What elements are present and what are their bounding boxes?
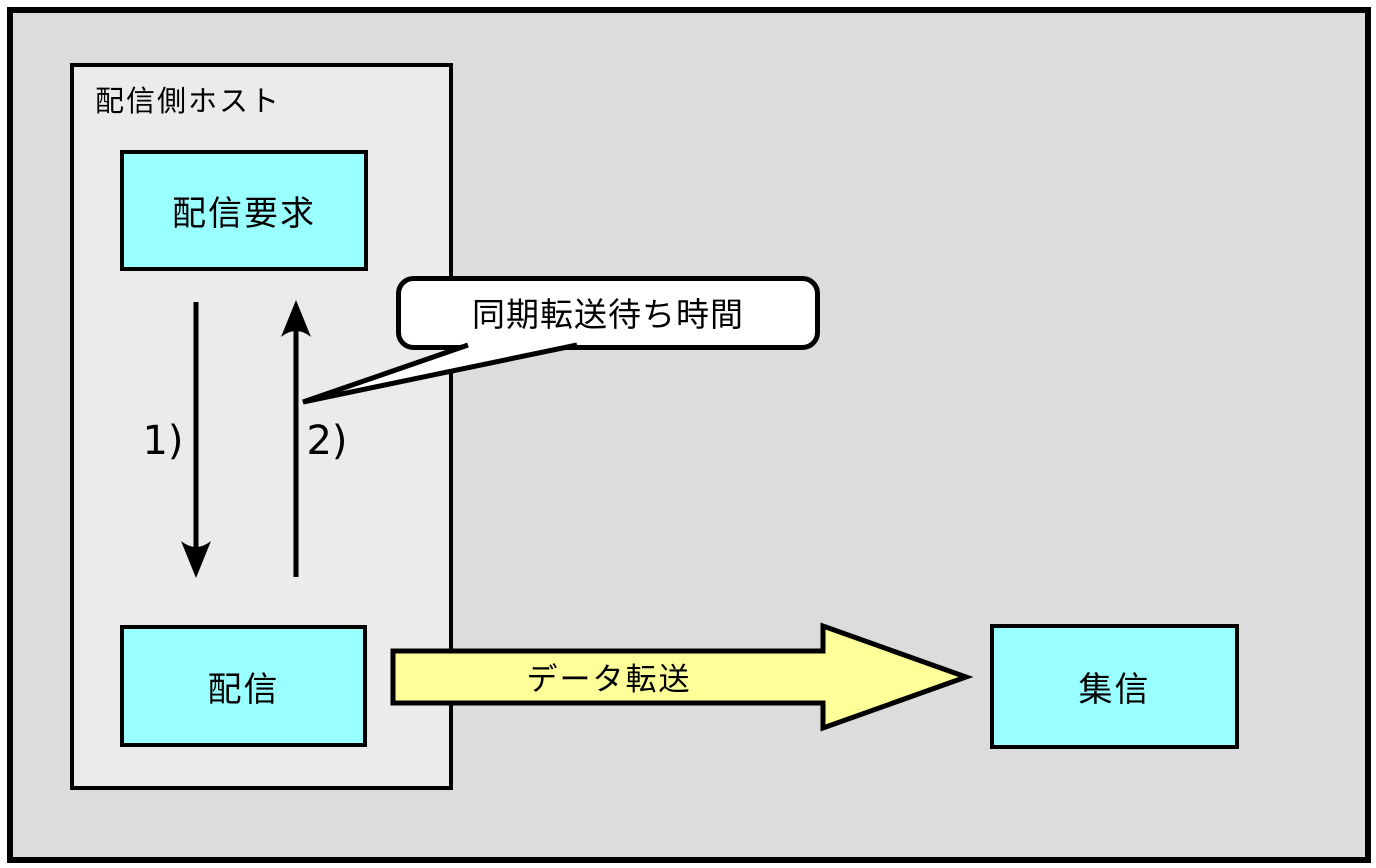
- data-transfer-label: データ転送: [526, 662, 692, 698]
- step-2-label: 2): [306, 418, 348, 464]
- receiver-box: 集信: [990, 624, 1239, 749]
- request-box-label: 配信要求: [172, 194, 316, 234]
- receiver-box-label: 集信: [1078, 670, 1151, 710]
- step-1-label: 1): [142, 418, 184, 464]
- callout-text: 同期転送待ち時間: [472, 295, 744, 334]
- request-box: 配信要求: [120, 150, 368, 271]
- sender-box-label: 配信: [207, 669, 280, 710]
- sender-box: 配信: [120, 625, 367, 747]
- host-group-label: 配信側ホスト: [95, 84, 282, 118]
